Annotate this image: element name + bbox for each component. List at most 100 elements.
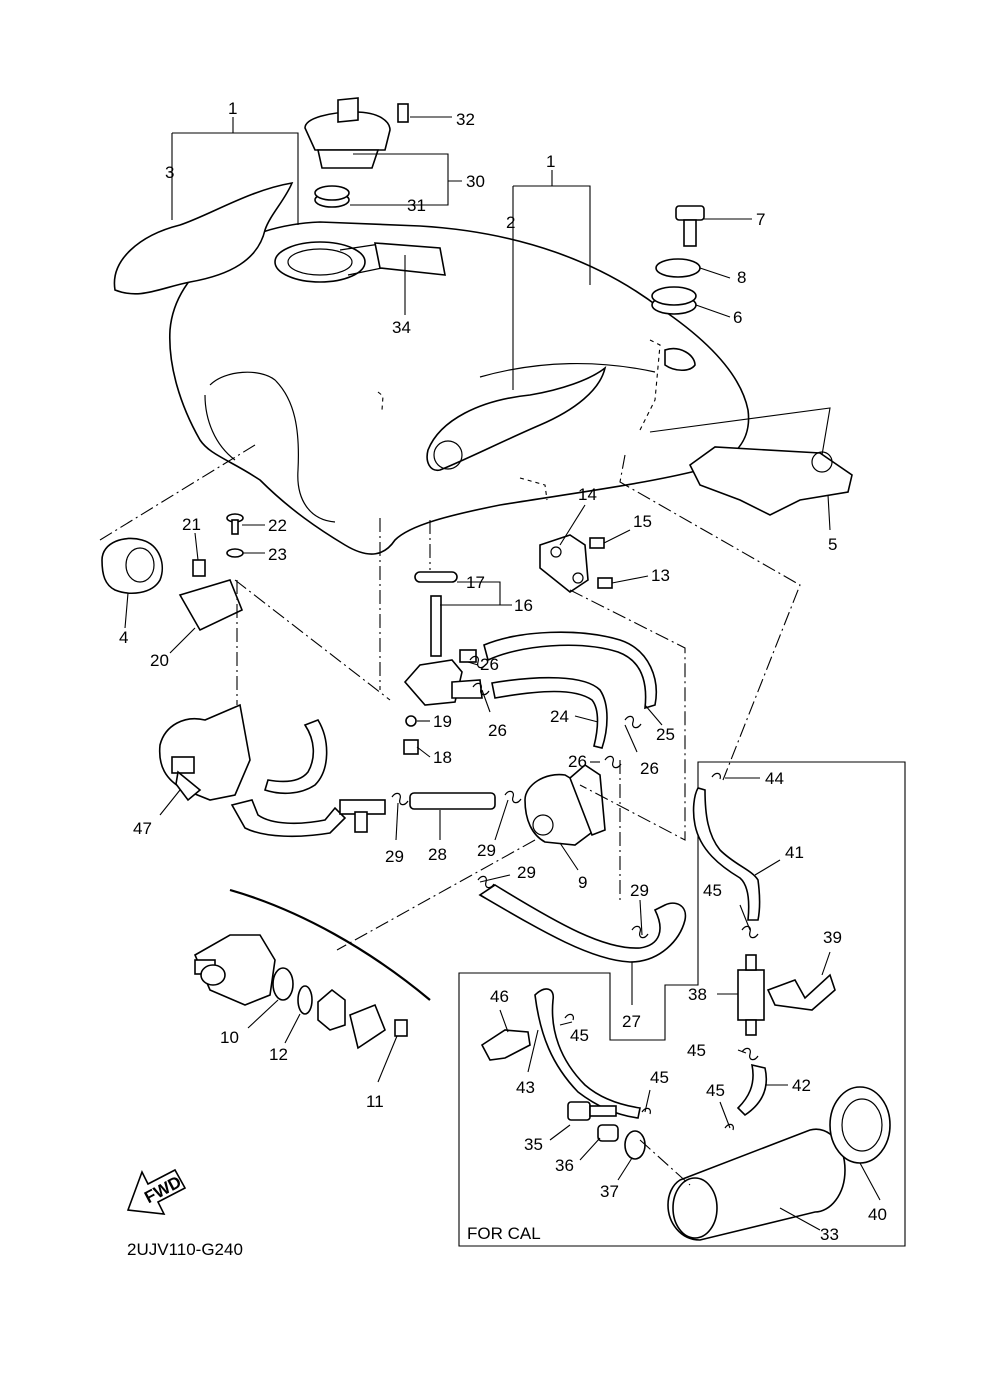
hose-28 [409, 792, 496, 810]
callout-42: 42 [792, 1076, 811, 1095]
callout-9: 9 [578, 873, 587, 892]
callout-6: 6 [733, 308, 742, 327]
callout-30: 30 [466, 172, 485, 191]
callout-35: 35 [524, 1135, 543, 1154]
carb-alt [193, 934, 276, 1006]
bolt-21 [192, 559, 206, 577]
callout-19: 19 [433, 712, 452, 731]
screw-11 [394, 1019, 408, 1037]
bracket-20 [178, 579, 244, 632]
callout-41: 41 [785, 843, 804, 862]
callout-24: 24 [550, 707, 569, 726]
washer-8 [655, 258, 701, 278]
callout-28: 28 [428, 845, 447, 864]
hose-25 [483, 631, 657, 710]
washer-19 [405, 715, 417, 727]
callout-labels: 1 1 2 3 4 5 6 7 8 9 10 11 12 13 14 15 16… [119, 99, 887, 1259]
callout-45: 45 [703, 881, 722, 900]
callout-29: 29 [477, 841, 496, 860]
callout-44: 44 [765, 769, 784, 788]
filter-38 [737, 954, 765, 1036]
callout-45: 45 [706, 1081, 725, 1100]
fuel-cock-16 [403, 595, 483, 706]
gasket-31 [314, 185, 350, 208]
cap-40 [829, 1086, 891, 1164]
hose-left [230, 799, 347, 838]
hose-43 [534, 988, 641, 1119]
callout-26: 26 [488, 721, 507, 740]
callout-40: 40 [868, 1205, 887, 1224]
callout-25: 25 [656, 725, 675, 744]
stay-14 [539, 534, 589, 593]
screw-22 [226, 513, 244, 535]
grommet-37 [624, 1130, 646, 1160]
leader-lines [124, 116, 881, 1231]
callout-3: 3 [165, 163, 174, 182]
callout-46: 46 [490, 987, 509, 1006]
callout-31: 31 [407, 196, 426, 215]
for-cal-box [458, 761, 906, 1247]
holder-39 [766, 973, 836, 1011]
diagram-code: 2UJV110-G240 [127, 1240, 243, 1259]
callout-38: 38 [688, 985, 707, 1004]
callout-15: 15 [633, 512, 652, 531]
gasket-17 [414, 571, 458, 583]
callout-4: 4 [119, 628, 128, 647]
canister-33 [667, 1128, 846, 1241]
hose-27 [478, 884, 687, 963]
callout-45: 45 [687, 1041, 706, 1060]
callout-21: 21 [182, 515, 201, 534]
clips [391, 655, 759, 1131]
clamp-46 [480, 1029, 531, 1061]
callout-7: 7 [756, 210, 765, 229]
hose-41 [692, 787, 761, 921]
hose-24 [491, 676, 608, 749]
callout-1: 1 [228, 99, 237, 118]
joint [317, 988, 346, 1031]
washer-23 [226, 548, 244, 558]
callout-26: 26 [640, 759, 659, 778]
callout-11: 11 [366, 1092, 384, 1111]
bolt-15 [589, 537, 605, 549]
callout-26: 26 [480, 655, 499, 674]
fuel-valve-47 [158, 703, 251, 802]
callout-26: 26 [568, 752, 587, 771]
callout-34: 34 [392, 318, 411, 337]
callout-29: 29 [517, 863, 536, 882]
side-cover-3 [113, 181, 294, 295]
bracket-5 [688, 446, 853, 516]
joint-t [339, 799, 386, 833]
callout-23: 23 [268, 545, 287, 564]
o-ring-12 [297, 985, 313, 1015]
callout-8: 8 [737, 268, 746, 287]
callout-43: 43 [516, 1078, 535, 1097]
callout-37: 37 [600, 1182, 619, 1201]
damper-4 [101, 537, 164, 594]
callout-5: 5 [828, 535, 837, 554]
callout-47: 47 [133, 819, 152, 838]
callout-45: 45 [570, 1026, 589, 1045]
callout-36: 36 [555, 1156, 574, 1175]
bolt-13 [597, 577, 613, 589]
callout-17: 17 [466, 573, 485, 592]
callout-27: 27 [622, 1012, 641, 1031]
screw-18 [403, 739, 419, 755]
hose-upper-left [264, 719, 328, 795]
damper-6 [651, 286, 697, 315]
callout-10: 10 [220, 1028, 239, 1047]
callout-14: 14 [578, 485, 597, 504]
callout-1: 1 [546, 152, 555, 171]
plate [349, 1003, 386, 1050]
callout-12: 12 [269, 1045, 288, 1064]
hose-42 [736, 1063, 767, 1117]
fuel-cap-30 [304, 97, 391, 169]
callout-29: 29 [630, 881, 649, 900]
callout-45: 45 [650, 1068, 669, 1087]
bolt-32 [397, 103, 409, 123]
callout-16: 16 [514, 596, 533, 615]
callout-39: 39 [823, 928, 842, 947]
fuel-pump-9 [524, 763, 606, 846]
callout-20: 20 [150, 651, 169, 670]
callout-22: 22 [268, 516, 287, 535]
callout-29: 29 [385, 847, 404, 866]
